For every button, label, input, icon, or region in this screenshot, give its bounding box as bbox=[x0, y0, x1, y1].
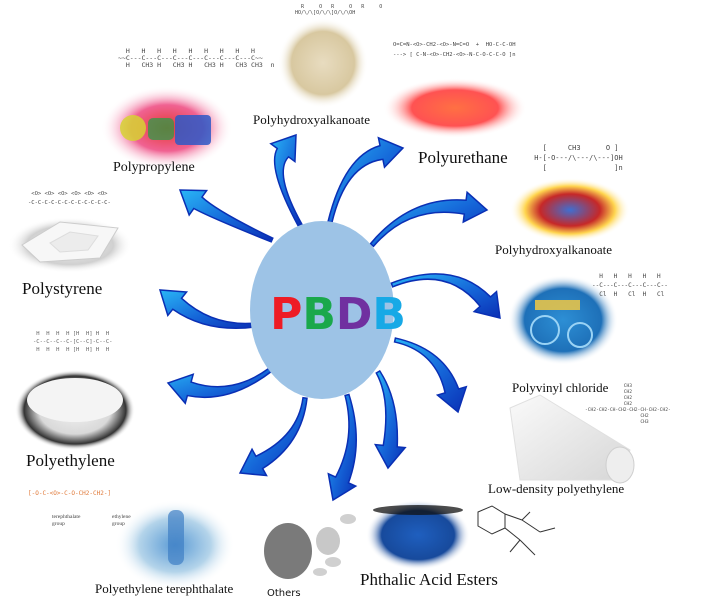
pet-terephthalate-group-label: terephthalate group bbox=[52, 514, 81, 527]
polystyrene-structure: <O> <O> <O> <O> <O> <O> -C-C-C-C-C-C-C-C… bbox=[28, 191, 111, 206]
polypropylene-cap-blue bbox=[175, 115, 211, 145]
pbdb-title: PBDB bbox=[263, 289, 413, 340]
polyethylene-structure: H H H H [H H] H H -C--C--C--C-[C--C]-C--… bbox=[33, 331, 113, 353]
pet-ethylene-group-label: ethylene group bbox=[112, 514, 131, 527]
pha-right-structure: [ CH3 O ] H-[-O---/\---/\---]OH [ ]n bbox=[534, 144, 623, 172]
arrow-to-pet bbox=[238, 396, 308, 477]
arrow-to-polyvinyl-chloride bbox=[390, 273, 501, 319]
arrow-to-polyethylene bbox=[166, 367, 273, 405]
pvc-structure: H H H H H --C---C---C---C---C-- Cl H Cl … bbox=[592, 273, 668, 298]
arrow-to-polyhydroxyalkanoate-right bbox=[369, 190, 489, 248]
polyhydroxyalkanoate-right-image bbox=[510, 178, 630, 242]
ldpe-structure: CH3 CH2 CH2 CH2 -CH2-CH2-CH-CH2-CH2-CH-C… bbox=[585, 384, 671, 425]
pellet-pile bbox=[27, 378, 123, 422]
label-polyhydroxyalkanoate-right: Polyhydroxyalkanoate bbox=[495, 242, 612, 257]
pvc-yellow-pipes bbox=[535, 300, 580, 310]
label-low-density-polyethylene: Low-density polyethylene bbox=[488, 481, 625, 496]
barrel-top bbox=[373, 505, 463, 515]
label-polyethylene-terephthalate: Polyethylene terephthalate bbox=[95, 581, 234, 596]
arrow-to-low-density-polyethylene bbox=[393, 337, 468, 414]
label-polyethylene: Polyethylene bbox=[26, 451, 115, 470]
pha-top-structure: R O R O R O HO/\/\[O/\/\]O/\/\OH bbox=[295, 4, 383, 16]
label-phthalic-acid-esters: Phthalic Acid Esters bbox=[360, 570, 498, 589]
arrow-to-polyhydroxyalkanoate-top bbox=[269, 133, 303, 227]
pvc-pipe bbox=[567, 322, 593, 348]
label-others: Others bbox=[267, 588, 301, 599]
title-letter-b1: B bbox=[302, 289, 336, 340]
label-polypropylene: Polypropylene bbox=[113, 160, 195, 175]
label-polystyrene: Polystyrene bbox=[22, 279, 103, 298]
arrow-to-phthalic-acid-esters bbox=[373, 369, 407, 470]
phthalate-structure bbox=[477, 505, 556, 556]
others-circle-large bbox=[264, 523, 312, 579]
arrows-group bbox=[158, 133, 501, 502]
others-circle-small-2 bbox=[325, 557, 341, 567]
polyurethane-structure: O=C=N-<O>-CH2-<O>-N=C=O + HO-C-C-OH --->… bbox=[393, 42, 516, 58]
others-circle-small-1 bbox=[340, 514, 356, 524]
pvc-pipe bbox=[530, 315, 560, 345]
phthalic-acid-esters-image bbox=[366, 500, 470, 570]
arrow-to-polystyrene bbox=[158, 289, 257, 330]
title-letter-p: P bbox=[270, 289, 303, 340]
arrow-to-others bbox=[327, 393, 358, 502]
pet-structure: [-O-C-<O>-C-O-CH2-CH2-] bbox=[28, 490, 112, 497]
polyurethane-image bbox=[383, 78, 527, 138]
others-circle-small-3 bbox=[313, 568, 327, 576]
arrow-to-polypropylene bbox=[178, 189, 274, 243]
label-polyvinyl-chloride: Polyvinyl chloride bbox=[512, 380, 609, 395]
label-polyurethane: Polyurethane bbox=[418, 148, 508, 167]
label-polyhydroxyalkanoate-top: Polyhydroxyalkanoate bbox=[253, 112, 370, 127]
others-circle-medium bbox=[316, 527, 340, 555]
polypropylene-structure: H H H H H H H H H ~~C---C---C---C---C---… bbox=[118, 47, 275, 69]
title-letter-b2: B bbox=[372, 289, 406, 340]
title-letter-d: D bbox=[335, 289, 373, 340]
polypropylene-cap-green bbox=[148, 118, 174, 140]
polyhydroxyalkanoate-top-image bbox=[278, 18, 368, 108]
pet-bottle bbox=[168, 510, 184, 565]
polypropylene-cap-yellow bbox=[120, 115, 146, 141]
ldpe-roll-end bbox=[605, 446, 635, 484]
center-ellipse bbox=[250, 221, 394, 399]
arrow-to-polyurethane bbox=[327, 136, 405, 224]
polystyrene-tray-inner bbox=[49, 231, 99, 253]
